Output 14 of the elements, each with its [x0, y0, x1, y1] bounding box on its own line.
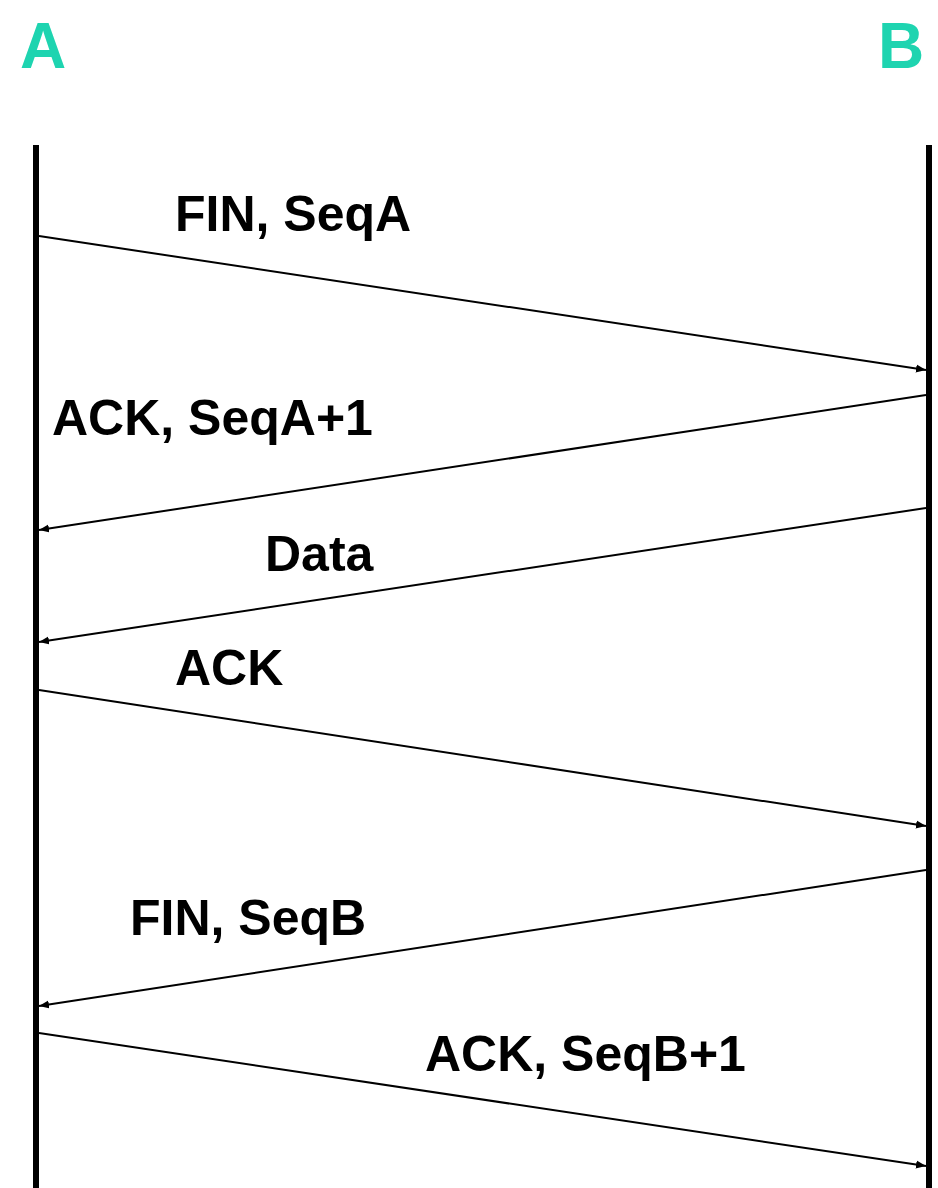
arrow	[38, 1032, 927, 1169]
edge-label: ACK	[175, 640, 284, 696]
edge-label: ACK, SeqB+1	[425, 1026, 746, 1082]
edge-label: Data	[265, 526, 374, 582]
arrow	[38, 507, 927, 645]
edge-label: ACK, SeqA+1	[52, 390, 373, 446]
edge-label: FIN, SeqA	[175, 186, 412, 242]
participant-label: B	[878, 12, 925, 80]
participant-label: A	[20, 12, 67, 80]
arrow	[38, 869, 927, 1009]
edge-label: FIN, SeqB	[130, 890, 367, 946]
arrow	[38, 235, 927, 373]
arrow	[38, 394, 927, 533]
arrow	[38, 689, 927, 829]
